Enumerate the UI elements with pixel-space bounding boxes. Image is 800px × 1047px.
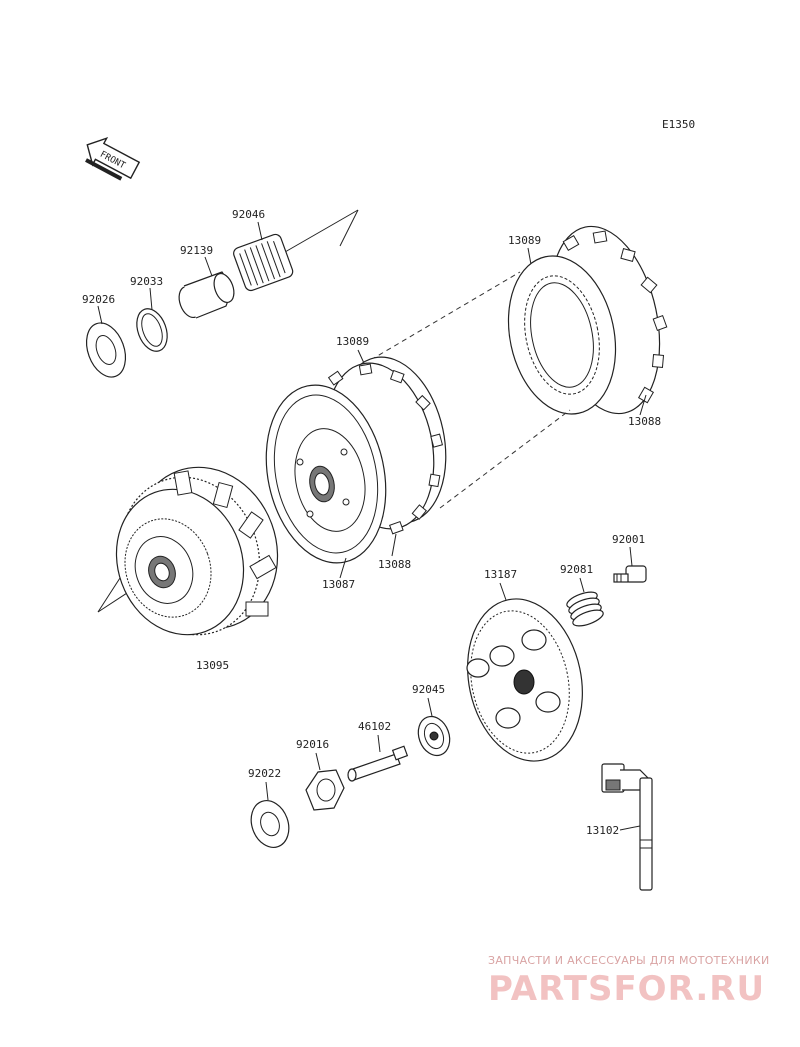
leader-92022 <box>265 781 269 801</box>
part-label-92081: 92081 <box>560 563 593 576</box>
guide-line-lower <box>439 409 571 509</box>
pressure-plate-13187 <box>466 598 583 762</box>
washer-92022 <box>250 800 290 848</box>
part-label-13087: 13087 <box>322 578 355 591</box>
release-shaft-13102 <box>601 763 653 891</box>
axis-line-housing-tick <box>97 577 121 613</box>
part-label-13187: 13187 <box>484 568 517 581</box>
part-label-92016: 92016 <box>296 738 329 751</box>
leader-13088-lower <box>391 533 397 557</box>
leader-92001 <box>629 546 633 567</box>
leader-46102 <box>377 734 381 753</box>
part-label-92001: 92001 <box>612 533 645 546</box>
guide-line-upper <box>339 271 521 379</box>
part-label-13088-lower: 13088 <box>378 558 411 571</box>
part-label-92026: 92026 <box>82 293 115 306</box>
part-label-13088-right: 13088 <box>628 415 661 428</box>
leader-13187 <box>499 582 507 601</box>
part-label-92045: 92045 <box>412 683 445 696</box>
part-label-13095: 13095 <box>196 659 229 672</box>
diagram-code: E1350 <box>662 118 695 131</box>
nut-92016 <box>305 769 345 811</box>
leader-13102 <box>619 825 641 831</box>
leader-92081 <box>579 577 585 593</box>
ball-bearing-92045 <box>417 715 451 757</box>
sleeve-92139 <box>178 256 235 319</box>
leader-13087 <box>339 557 347 579</box>
bolt-92001 <box>613 565 647 583</box>
watermark-tagline: ЗАПЧАСТИ И АКСЕССУАРЫ ДЛЯ МОТОТЕХНИКИ <box>488 954 770 967</box>
part-label-13089-top: 13089 <box>508 234 541 247</box>
part-label-13102: 13102 <box>586 824 619 837</box>
leader-92016 <box>315 752 321 771</box>
part-label-46102: 46102 <box>358 720 391 733</box>
push-rod-46102 <box>347 745 409 782</box>
washer-92026 <box>85 305 127 378</box>
part-label-13089-mid: 13089 <box>336 335 369 348</box>
front-arrow-icon: FRONT <box>85 136 141 181</box>
part-label-92022: 92022 <box>248 767 281 780</box>
axis-line-top-tick <box>339 209 359 247</box>
leader-92045 <box>427 697 433 717</box>
part-label-92033: 92033 <box>130 275 163 288</box>
circlip-92033 <box>136 287 168 352</box>
part-label-92046: 92046 <box>232 208 265 221</box>
plate-stack-top <box>507 225 668 415</box>
needle-bearing-92046 <box>233 221 294 292</box>
watermark-logo: PARTSFOR.RU <box>488 969 765 1009</box>
leader-13088-right <box>639 394 647 416</box>
clutch-housing-13095 <box>115 466 279 636</box>
axis-line-top <box>284 209 359 253</box>
clutch-hub-assembly <box>265 356 447 564</box>
part-label-92139: 92139 <box>180 244 213 257</box>
spring-92081 <box>566 591 604 627</box>
